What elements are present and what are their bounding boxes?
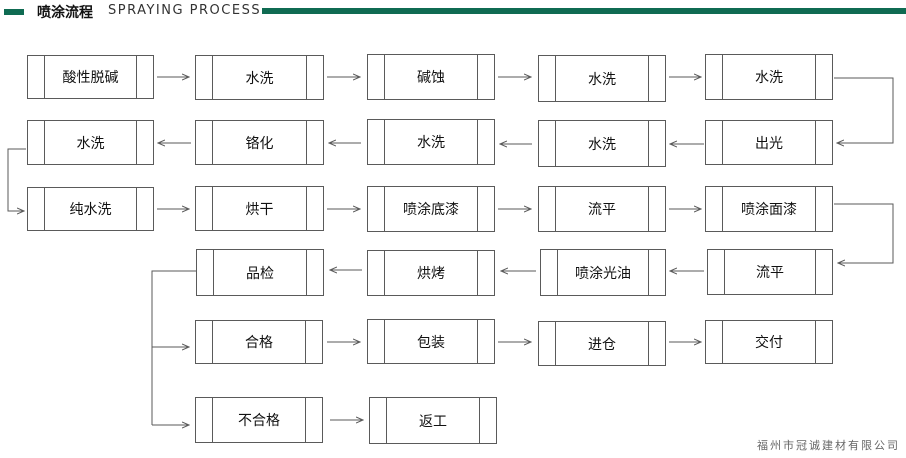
step-label: 流平 — [756, 265, 784, 281]
header-accent-bar-right — [262, 8, 906, 14]
step-wash-2: 水洗 — [538, 55, 666, 102]
step-brighten: 出光 — [705, 120, 833, 165]
step-wash-3: 水洗 — [705, 54, 833, 100]
step-label: 返工 — [419, 413, 447, 430]
step-package: 包装 — [367, 319, 495, 364]
connector-r3-r4 — [834, 203, 894, 263]
step-warehouse: 进仓 — [538, 321, 666, 366]
step-label: 水洗 — [245, 70, 274, 87]
header-accent-bar-left — [4, 9, 24, 15]
branch-trunk — [151, 270, 196, 425]
step-label: 纯水洗 — [69, 202, 112, 218]
step-wash-6: 水洗 — [367, 119, 495, 165]
step-label: 流平 — [588, 202, 616, 218]
step-label: 进仓 — [588, 336, 616, 353]
step-label: 喷涂底漆 — [403, 202, 459, 218]
connector-r1-r2 — [834, 77, 894, 143]
step-wash-1: 水洗 — [195, 55, 324, 100]
step-label: 烘干 — [245, 201, 274, 218]
step-label: 交付 — [755, 335, 783, 351]
step-spray-topcoat: 喷涂面漆 — [705, 186, 833, 232]
step-dry: 烘干 — [195, 186, 324, 231]
step-label: 不合格 — [238, 413, 280, 429]
step-alkali-etch: 碱蚀 — [367, 54, 495, 100]
step-label: 酸性脱碱 — [62, 70, 119, 86]
step-spray-varnish: 喷涂光油 — [540, 249, 666, 296]
step-bake: 烘烤 — [367, 250, 495, 296]
step-chromate: 铬化 — [195, 120, 324, 165]
step-pass: 合格 — [195, 320, 323, 364]
step-label: 合格 — [245, 335, 273, 351]
step-label: 烘烤 — [417, 266, 445, 282]
step-label: 水洗 — [755, 70, 783, 86]
step-label: 品检 — [246, 265, 274, 282]
step-label: 水洗 — [588, 136, 616, 153]
step-quality-inspection: 品检 — [196, 249, 324, 296]
step-label: 喷涂面漆 — [741, 202, 797, 218]
step-rework: 返工 — [369, 397, 497, 444]
step-fail: 不合格 — [195, 397, 323, 443]
step-label: 包装 — [417, 334, 445, 351]
step-leveling-2: 流平 — [707, 249, 833, 295]
section-subtitle: SPRAYING PROCESS — [108, 3, 262, 18]
step-label: 喷涂光油 — [575, 265, 631, 282]
section-title: 喷涂流程 — [37, 5, 93, 21]
section-header: 喷涂流程 SPRAYING PROCESS — [0, 0, 906, 24]
step-spray-primer: 喷涂底漆 — [367, 186, 495, 232]
company-watermark: 福州市冠诚建材有限公司 — [757, 439, 900, 452]
step-leveling-1: 流平 — [538, 186, 666, 232]
step-deliver: 交付 — [705, 320, 833, 364]
connector-r2-r3 — [7, 148, 26, 211]
step-label: 铬化 — [245, 135, 274, 152]
step-label: 水洗 — [76, 135, 105, 152]
step-pure-water-wash: 纯水洗 — [27, 187, 154, 231]
step-label: 碱蚀 — [417, 70, 445, 86]
step-label: 水洗 — [417, 135, 445, 151]
step-label: 水洗 — [588, 71, 616, 88]
step-acid-dealkali: 酸性脱碱 — [27, 55, 154, 99]
step-wash-7: 水洗 — [27, 120, 154, 165]
step-wash-5: 水洗 — [538, 120, 666, 167]
step-label: 出光 — [755, 135, 783, 152]
